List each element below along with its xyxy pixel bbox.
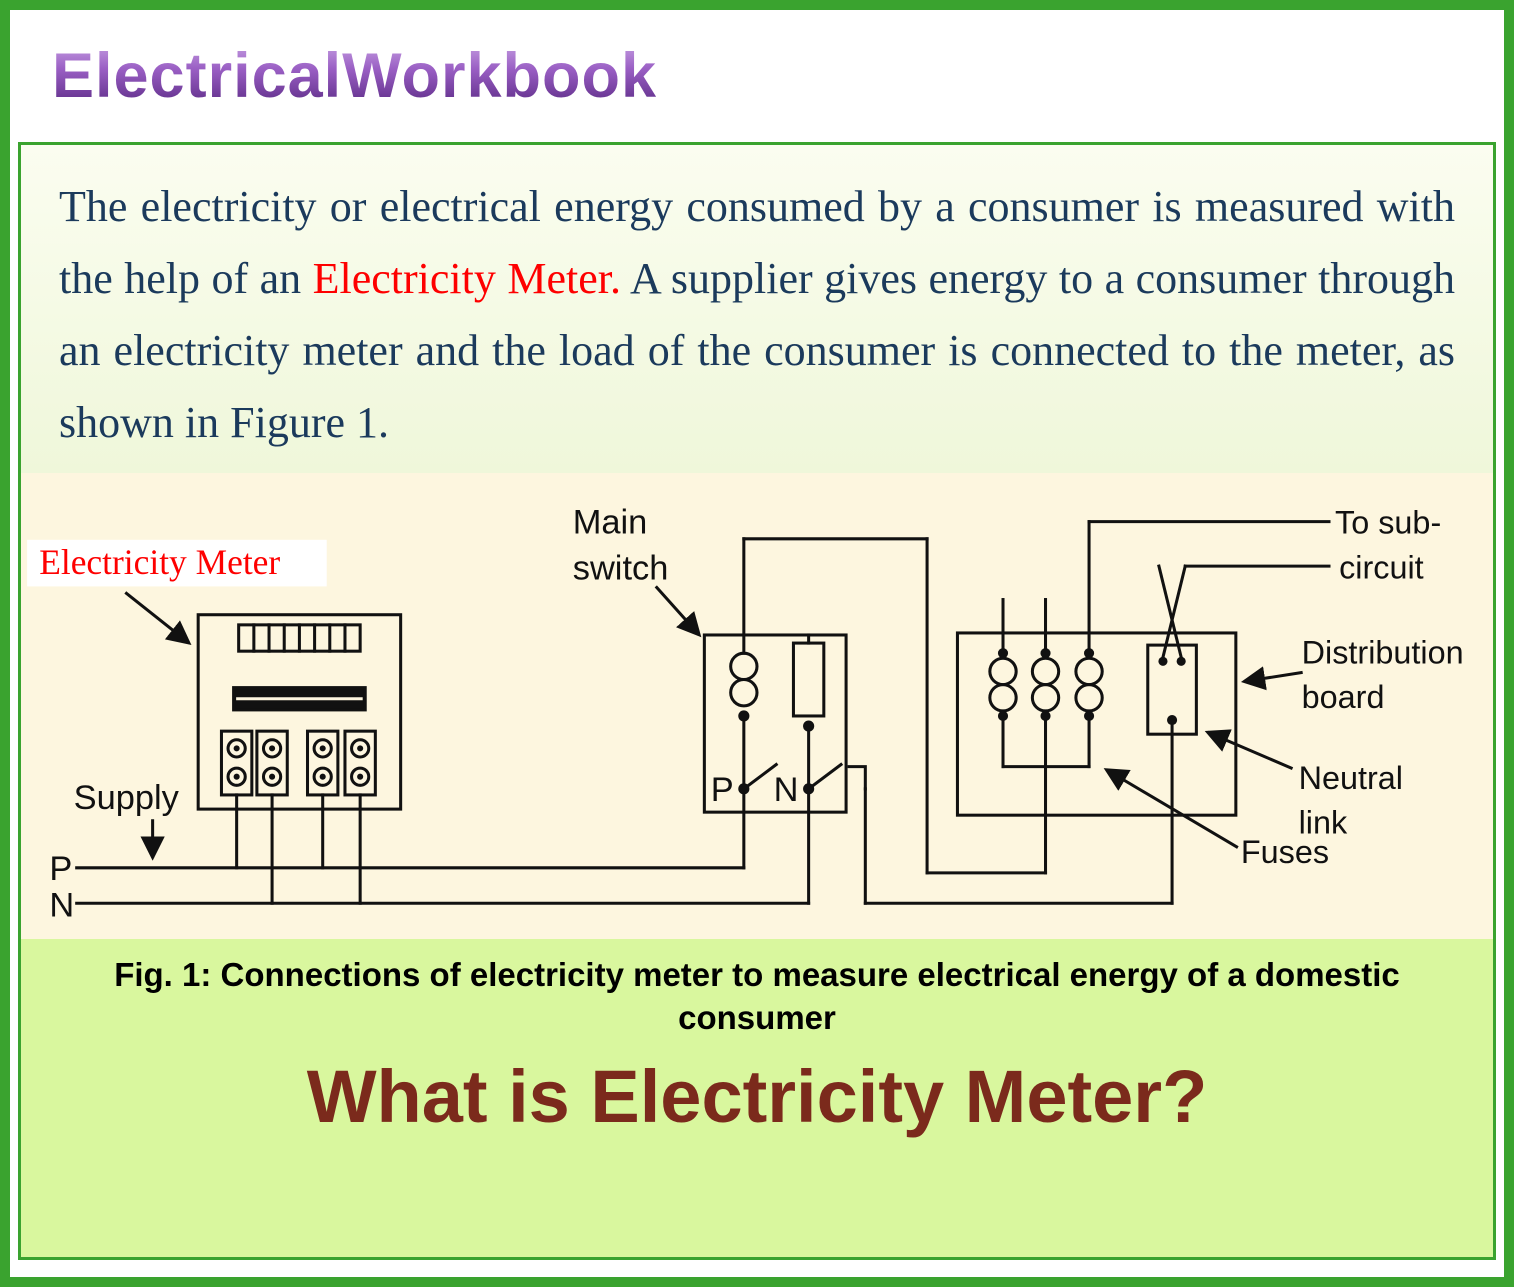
figure-footer: Fig. 1: Connections of electricity meter… — [21, 938, 1493, 1257]
figure-caption: Fig. 1: Connections of electricity meter… — [114, 955, 1400, 1037]
main-switch-arrow — [654, 585, 702, 638]
distribution-board-box — [955, 631, 1238, 817]
distribution-board-arrow — [1240, 666, 1303, 691]
electricity-meter-label: Electricity Meter — [39, 542, 280, 582]
callout-arrows — [124, 585, 1303, 861]
intro-part1: The electricity or electrical energy con… — [59, 182, 1455, 303]
intro-part2: A supplier gives energy to a consumer th… — [59, 254, 1455, 447]
main-switch-label-2: switch — [573, 549, 669, 587]
electricity-meter-box — [196, 613, 403, 811]
connection-dots — [233, 648, 1186, 795]
switch-blade-p — [741, 762, 779, 791]
intro-highlight: Electricity Meter. — [312, 254, 621, 303]
to-subcircuit-label-2: circuit — [1339, 549, 1424, 585]
neutral-link-arrow — [1204, 729, 1294, 771]
main-switch-box — [702, 633, 848, 814]
electricity-meter-label-bg — [27, 539, 327, 587]
neutral-link-box — [1146, 643, 1198, 736]
distribution-board-label-2: board — [1302, 679, 1385, 715]
switch-n-label: N — [774, 771, 799, 809]
wiring — [75, 520, 1331, 905]
figure-diagram: Electricity Meter Main switch To sub- ci… — [21, 473, 1493, 939]
intro-section: The electricity or electrical energy con… — [21, 145, 1493, 473]
supply-label: Supply — [74, 779, 180, 817]
phase-line-label: P — [49, 850, 72, 888]
neutral-link-label-1: Neutral — [1299, 760, 1403, 796]
neutral-out-bracket — [847, 765, 867, 791]
switch-p-label: P — [711, 771, 734, 809]
fuses-arrow — [1103, 768, 1239, 849]
neutral-line-label: N — [49, 886, 74, 924]
site-logo: ElectricalWorkbook — [52, 41, 658, 111]
header: ElectricalWorkbook — [10, 10, 1504, 142]
intro-paragraph: The electricity or electrical energy con… — [59, 171, 1455, 459]
fuses-label: Fuses — [1241, 834, 1329, 870]
neutral-link-label-2: link — [1299, 804, 1348, 840]
page-title: What is Electricity Meter? — [306, 1054, 1208, 1138]
main-switch-label-1: Main — [573, 504, 648, 542]
switch-blade-n — [806, 762, 844, 791]
to-subcircuit-label-1: To sub- — [1335, 505, 1441, 541]
circuit-diagram-svg: Electricity Meter Main switch To sub- ci… — [27, 504, 1464, 924]
distribution-board-label-1: Distribution — [1302, 634, 1464, 670]
main-switch-fuse-carrier — [791, 641, 826, 718]
electricity-meter-arrow — [124, 591, 192, 645]
content-panel: The electricity or electrical energy con… — [18, 142, 1496, 1260]
